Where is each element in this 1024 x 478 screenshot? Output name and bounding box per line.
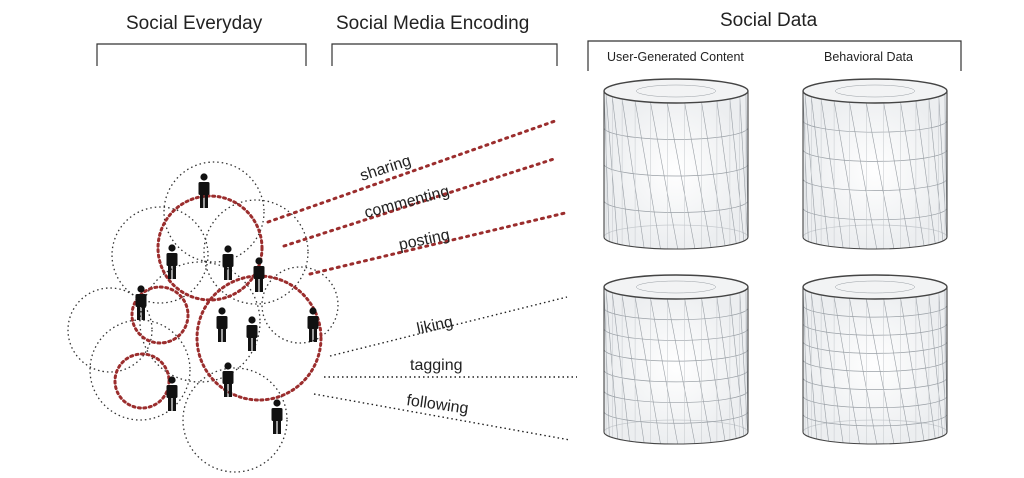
person-icon	[253, 257, 265, 292]
person-icon	[166, 244, 178, 279]
community-circle	[67, 287, 153, 373]
person-icon	[198, 173, 210, 208]
community-circle	[182, 367, 288, 473]
ugc-encoding-lines	[266, 119, 567, 276]
person-icon	[271, 399, 283, 434]
person-icon	[246, 316, 258, 351]
liking-label: liking	[415, 314, 454, 338]
ugc-cylinder-bottom	[603, 274, 749, 445]
highlighted-circle	[113, 352, 171, 410]
person-icon	[216, 307, 228, 342]
community-circle	[261, 266, 339, 344]
bracket-social-data	[587, 40, 962, 71]
community-circle	[163, 161, 265, 263]
bracket-social-media-encoding	[331, 43, 558, 66]
label-user-generated-content: User-Generated Content	[607, 50, 744, 64]
community-circle	[139, 261, 261, 383]
tagging-label: tagging	[410, 357, 463, 374]
highlighted-circle	[130, 285, 190, 345]
posting-label: posting	[397, 227, 451, 254]
sharing-line	[266, 119, 557, 224]
header-social-media-encoding: Social Media Encoding	[336, 13, 530, 34]
behavioral-cylinder-top	[802, 78, 948, 250]
label-behavioral-data: Behavioral Data	[824, 50, 913, 64]
commenting-line	[282, 156, 559, 248]
behavioral-cylinder-bottom	[802, 274, 948, 445]
header-social-data: Social Data	[720, 10, 818, 31]
following-line	[313, 393, 571, 441]
following-label: following	[405, 392, 469, 418]
community-circle	[111, 206, 209, 304]
community-circles	[67, 161, 339, 473]
highlighted-circle	[195, 274, 323, 402]
header-social-everyday: Social Everyday	[126, 13, 263, 34]
cylinders	[603, 78, 948, 445]
bracket-social-everyday	[96, 43, 307, 66]
liking-line	[329, 296, 568, 357]
commenting-label: commenting	[363, 183, 452, 222]
person-icon	[222, 245, 234, 280]
posting-line	[308, 211, 567, 276]
behavioral-encoding-lines	[313, 296, 577, 441]
community-circle	[203, 199, 309, 305]
people	[135, 173, 319, 434]
ugc-cylinder-top	[603, 78, 749, 250]
